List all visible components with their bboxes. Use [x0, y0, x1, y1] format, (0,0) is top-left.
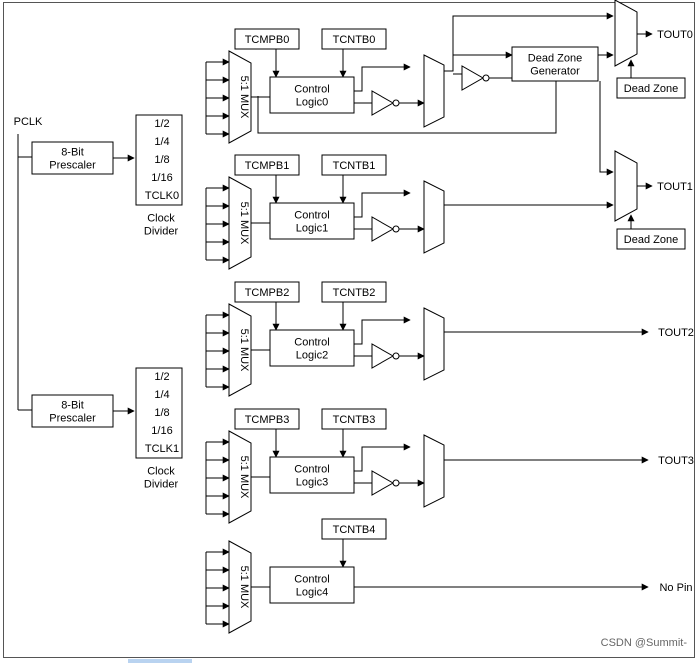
mux-0-label: 5:1 MUX [238, 76, 250, 119]
prescaler-1 [31, 394, 114, 428]
tcntb-0-label: TCNTB0 [333, 34, 376, 46]
dead-zone-0 [616, 77, 686, 99]
out-mux-3 [423, 434, 445, 508]
divider-0-tap-4: TCLK0 [145, 190, 179, 202]
mux-1 [228, 176, 252, 270]
mux-0 [228, 50, 252, 144]
tcmpb-2 [234, 281, 300, 303]
mux-2-label: 5:1 MUX [238, 329, 250, 372]
inverter-3-bubble [392, 479, 400, 487]
tcmpb-2-label: TCMPB2 [245, 287, 290, 299]
clock-divider-1 [135, 367, 183, 459]
control-logic-0 [269, 76, 355, 114]
diagram-frame [3, 2, 695, 658]
out-mux-0 [423, 54, 445, 128]
divider-1-tap-0: 1/2 [154, 371, 169, 383]
tcmpb-1-label: TCMPB1 [245, 160, 290, 172]
control-logic-1 [269, 202, 355, 240]
control-logic-4 [269, 566, 355, 604]
tcmpb-1 [234, 154, 300, 176]
output-label-1: TOUT1 [657, 181, 693, 193]
output-label-3: TOUT3 [658, 455, 694, 467]
inverter-1-bubble [392, 225, 400, 233]
tcmpb-3-label: TCMPB3 [245, 414, 290, 426]
inverter-2 [371, 343, 395, 369]
inverter-1 [371, 216, 395, 242]
mux-3-label: 5:1 MUX [238, 456, 250, 499]
final-mux-0 [614, 0, 638, 67]
tcntb-0 [321, 28, 387, 50]
output-label-2: TOUT2 [658, 327, 694, 339]
dzg-to-out1 [599, 81, 614, 176]
dzg-feedback [257, 81, 557, 134]
control-logic-3 [269, 456, 355, 494]
prescaler-0 [31, 141, 114, 175]
tcntb-2 [321, 281, 387, 303]
dead-zone-1-label: Dead Zone [624, 234, 678, 246]
divider-0-tap-2: 1/8 [154, 154, 169, 166]
tcntb-4-label: TCNTB4 [333, 524, 376, 536]
inverter-dz [461, 65, 485, 91]
mux-3 [228, 430, 252, 524]
tcntb-4 [321, 518, 387, 540]
divider-0-tap-1: 1/4 [154, 136, 169, 148]
divider-0-tap-3: 1/16 [151, 172, 172, 184]
mux-1-label: 5:1 MUX [238, 202, 250, 245]
channel-2-direct [354, 316, 411, 345]
dead-zone-0-label: Dead Zone [624, 83, 678, 95]
tcntb-1-label: TCNTB1 [333, 160, 376, 172]
divider-1-tap-1: 1/4 [154, 389, 169, 401]
tcntb-3 [321, 408, 387, 430]
output-label-4: No Pin [659, 582, 692, 594]
mux-2 [228, 303, 252, 397]
tcmpb-0-label: TCMPB0 [245, 34, 290, 46]
dead-zone-1 [616, 228, 686, 250]
divider-0-tap-0: 1/2 [154, 118, 169, 130]
out-mux-2 [423, 307, 445, 381]
final-mux-1 [614, 150, 638, 222]
control-logic-2 [269, 329, 355, 367]
channel-3-direct [354, 443, 411, 472]
ch0-top [444, 12, 614, 72]
tcntb-2-label: TCNTB2 [333, 287, 376, 299]
tcntb-1 [321, 154, 387, 176]
clock-divider-0 [135, 114, 183, 206]
divider-1-tap-3: 1/16 [151, 425, 172, 437]
divider-1-tap-4: TCLK1 [145, 443, 179, 455]
tcntb-3-label: TCNTB3 [333, 414, 376, 426]
mux-4-label: 5:1 MUX [238, 566, 250, 609]
inverter-dz-bubble [482, 74, 490, 82]
tcmpb-0 [234, 28, 300, 50]
channel-1-direct [354, 189, 411, 218]
divider-1-tap-2: 1/8 [154, 407, 169, 419]
horizontal-scrollbar[interactable] [128, 659, 192, 663]
out-mux-1 [423, 180, 445, 254]
mux-4 [228, 540, 252, 634]
output-label-0: TOUT0 [657, 29, 693, 41]
inverter-3 [371, 470, 395, 496]
tcmpb-3 [234, 408, 300, 430]
pclk-label: PCLK [14, 116, 43, 128]
csdn-watermark: CSDN @Summit- [600, 637, 687, 649]
inverter-0-bubble [392, 99, 400, 107]
inverter-0 [371, 90, 395, 116]
channel-0-direct [354, 63, 411, 92]
dead-zone-generator [511, 46, 599, 82]
inverter-2-bubble [392, 352, 400, 360]
